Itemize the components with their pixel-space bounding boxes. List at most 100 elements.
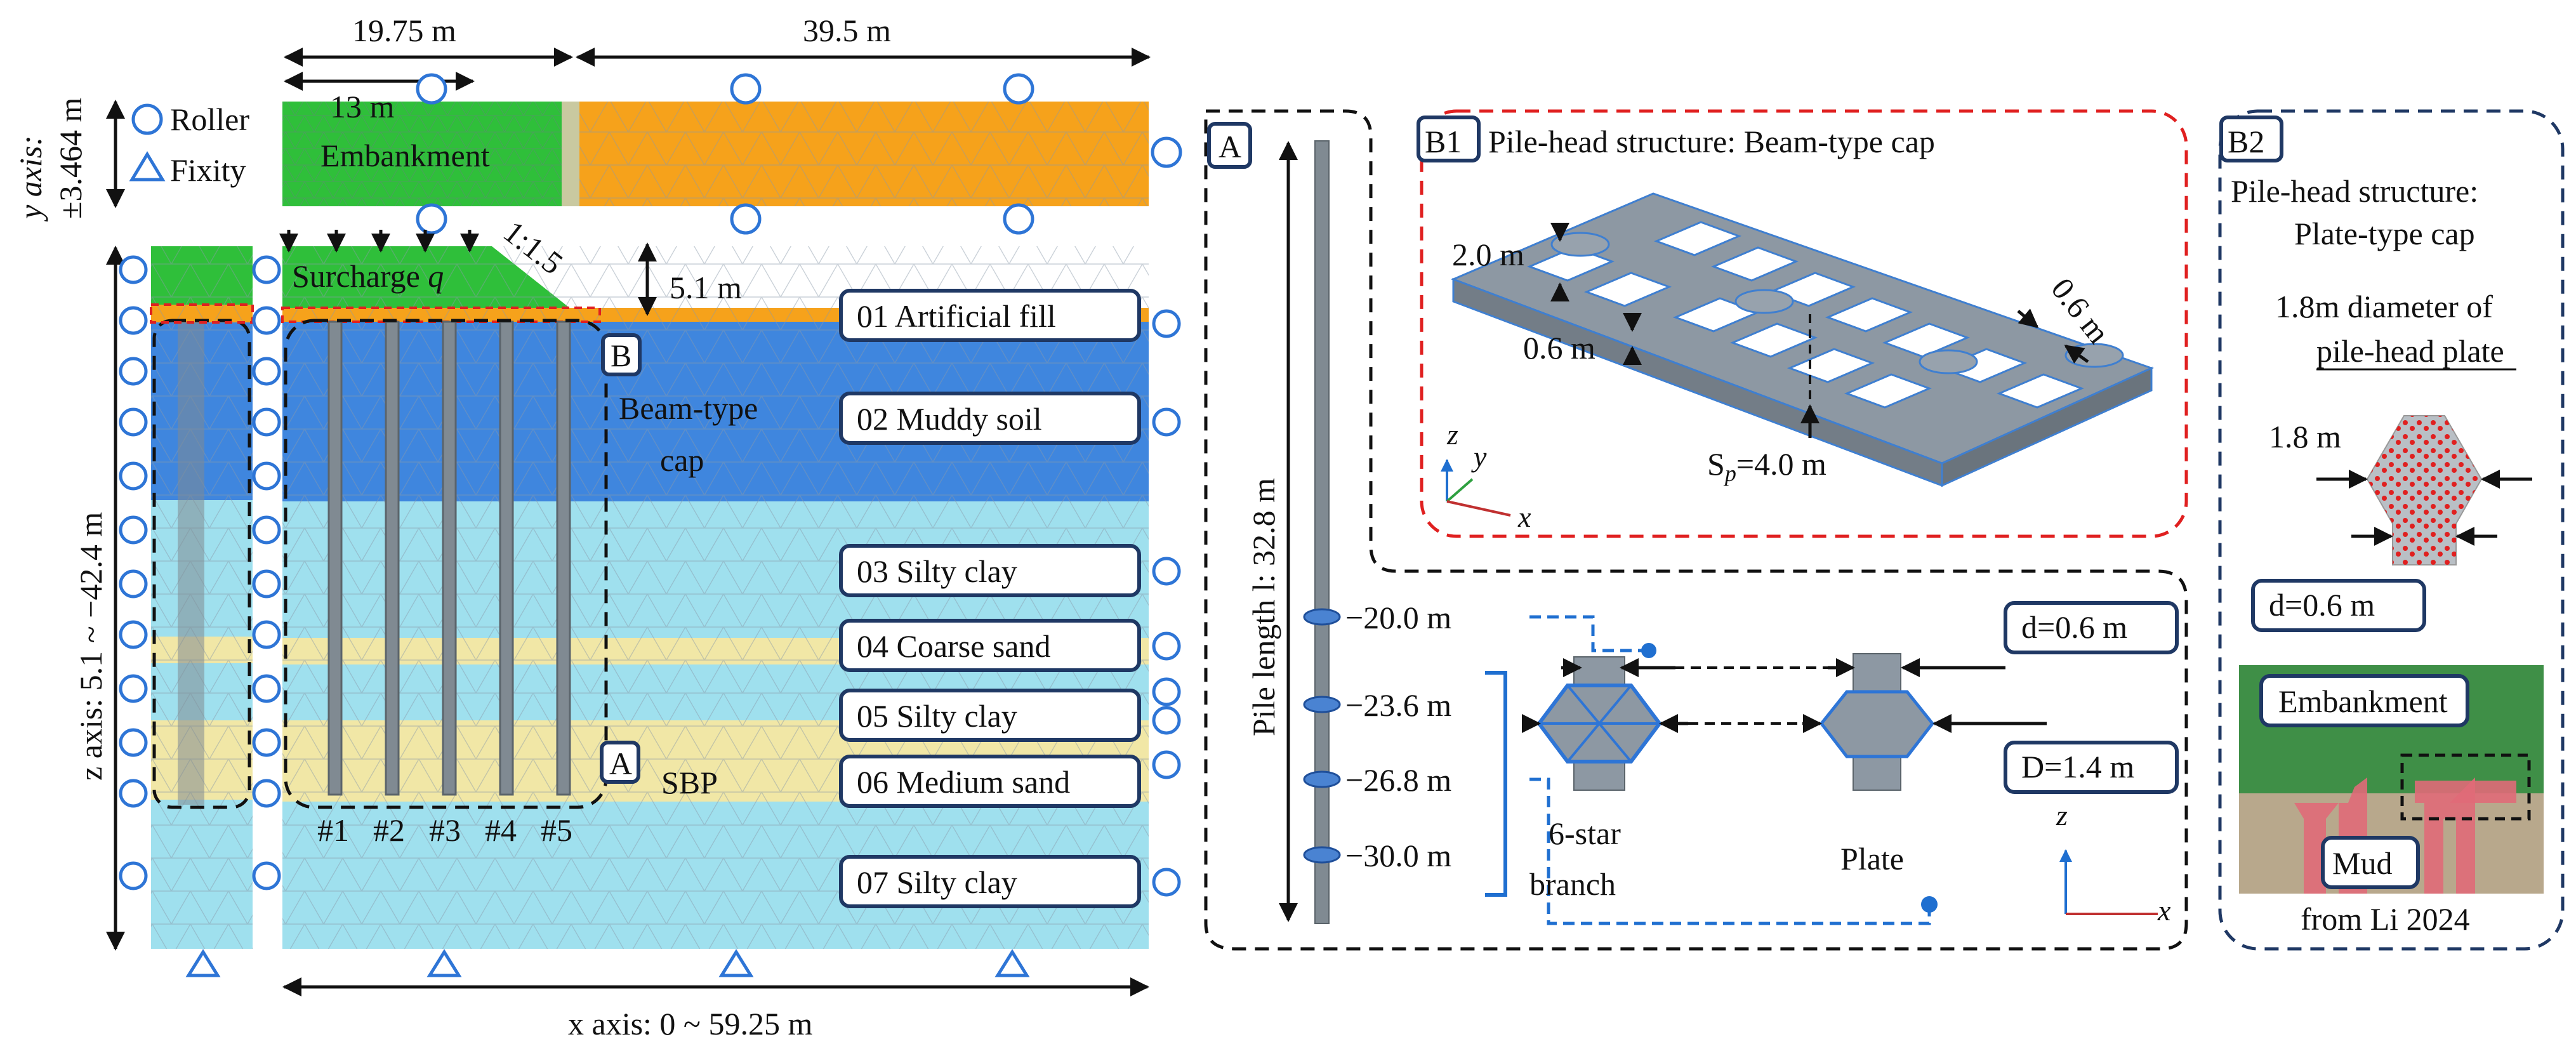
panel-b1-outline: [1420, 109, 2188, 538]
fixity-icon: [185, 949, 221, 977]
sbp-piles: [327, 321, 571, 796]
roller-icon: [252, 306, 281, 335]
depth-label-20: −20.0 m: [1345, 600, 1451, 635]
photo-embankment-box: [2259, 674, 2469, 727]
roller-icon: [119, 461, 148, 491]
photo-embankment-label: Embankment: [2278, 684, 2448, 719]
left-pile-zone-outline: [152, 319, 251, 809]
plate-model: [1819, 653, 1935, 791]
layer-label-01: 01 Artificial fill: [857, 298, 1056, 334]
leader-dot: [1641, 643, 1656, 658]
roller-icon: [1152, 677, 1181, 706]
height-label: 5.1 m: [670, 270, 742, 305]
axis-z-label: z: [2056, 799, 2068, 831]
branch-marker: [1303, 696, 1341, 713]
panel-b1-title: Pile-head structure: Beam-type cap: [1488, 124, 1935, 159]
pile-number-5: #5: [541, 812, 572, 848]
roller-icon: [416, 203, 447, 235]
roller-icon: [1152, 750, 1181, 779]
layer-label-06: 06 Medium sand: [857, 764, 1070, 800]
dim-label-39-5: 39.5 m: [803, 13, 891, 48]
y-axis-value: ±3.464 m: [53, 98, 88, 219]
panel-b2-tag: B2: [2228, 124, 2264, 159]
pile-3: [442, 321, 457, 796]
branch-marker: [1303, 846, 1341, 864]
roller-icon: [119, 620, 148, 649]
depth-label-30: −30.0 m: [1345, 838, 1451, 873]
top-transition-strip: [562, 102, 579, 206]
marker-a-box: [600, 741, 640, 784]
roller-icon: [1152, 309, 1181, 338]
layer-label-05: 05 Silty clay: [857, 698, 1017, 734]
panel-b2-desc-1: 1.8m diameter of: [2275, 289, 2493, 324]
pile-number-1: #1: [317, 812, 349, 848]
d-label-box: [2004, 601, 2179, 654]
D-label: D=1.4 m: [2021, 749, 2134, 784]
z-axis-label: z axis: 5.1 ~ −42.4 m: [73, 512, 109, 781]
panel-a: A Pile length l: 32.8 m −20.0 m −23.6 m …: [1204, 109, 2188, 951]
photo-pile: [2424, 777, 2475, 894]
roller-icon: [252, 407, 281, 437]
panel-b2-desc-2: pile-head plate: [2316, 333, 2504, 369]
panel-b2-outline: [2218, 109, 2565, 951]
main-section: Surcharge q 1:1.5 5.1 m B Beam-type cap …: [279, 214, 1149, 949]
roller-icon: [252, 620, 281, 649]
plate-label: Plate: [1840, 841, 1904, 876]
six-star-label-1: 6-star: [1549, 816, 1621, 851]
photo-source: from Li 2024: [2301, 901, 2470, 937]
fixity-icon: [718, 949, 754, 977]
depth-bracket: [1485, 671, 1507, 897]
cross-section-model: Surcharge q 1:1.5 5.1 m B Beam-type cap …: [73, 214, 1181, 1041]
layer-label-02: 02 Muddy soil: [857, 401, 1042, 437]
pile-number-4: #4: [485, 812, 517, 848]
dim-arrow: [2064, 344, 2089, 364]
pile-length-label: Pile length l: 32.8 m: [1246, 478, 1281, 736]
D-label-box: [2004, 741, 2179, 794]
leader-dot: [1921, 896, 1938, 913]
photo-plate: [2415, 781, 2516, 803]
six-star-branch-model: [1536, 656, 1662, 791]
fixity-icon: [426, 949, 462, 977]
layer-label-03: 03 Silty clay: [857, 553, 1017, 589]
branch-marker: [1303, 608, 1341, 626]
surcharge-label: Surcharge q: [292, 258, 444, 294]
b2-d-label-box: [2251, 579, 2426, 632]
pile-zone-outline: [284, 319, 608, 809]
panel-b2-title-1: Pile-head structure:: [2231, 173, 2478, 209]
roller-icon: [252, 357, 281, 386]
pile-2: [385, 321, 400, 796]
roller-icon: [119, 674, 148, 703]
roller-icon: [252, 674, 281, 703]
roller-icon: [730, 203, 762, 235]
photo-mud-box: [2321, 836, 2420, 889]
panel-b2-title-2: Plate-type cap: [2294, 216, 2475, 251]
marker-b-box: [601, 333, 642, 376]
roller-icon: [119, 569, 148, 598]
layer-labels: 01 Artificial fill 02 Muddy soil 03 Silt…: [839, 289, 1141, 908]
panel-b1: B1 Pile-head structure: Beam-type cap: [1417, 109, 2188, 538]
top-plan-model: Embankment 19.75 m 39.5 m 13 m y axis: ±…: [13, 13, 1182, 235]
panel-b1-tag-box: [1417, 116, 1481, 162]
panel-a-tag-box: [1207, 122, 1252, 169]
roller-icon: [1151, 136, 1182, 168]
b1-axis-x: [1446, 500, 1511, 517]
roller-icon: [119, 515, 148, 545]
leader-line: [1529, 777, 1931, 925]
roller-icon: [1152, 407, 1181, 437]
top-embankment-mesh: [282, 102, 574, 206]
pile-number-3: #3: [429, 812, 461, 848]
legend-fixity-icon: [129, 151, 166, 182]
roller-icon: [119, 728, 148, 757]
section-mesh: [282, 246, 1149, 949]
roller-icon: [1152, 631, 1181, 661]
beam-cap-label-2: cap: [660, 442, 704, 478]
b2-d-label: d=0.6 m: [2269, 587, 2375, 623]
roller-icon: [1003, 73, 1034, 105]
roller-icon: [119, 357, 148, 386]
photo-mud-label: Mud: [2332, 845, 2392, 881]
roller-icon: [1003, 203, 1034, 235]
six-star-label-2: branch: [1529, 866, 1616, 902]
roller-icon: [119, 255, 148, 284]
roller-icon: [119, 861, 148, 890]
